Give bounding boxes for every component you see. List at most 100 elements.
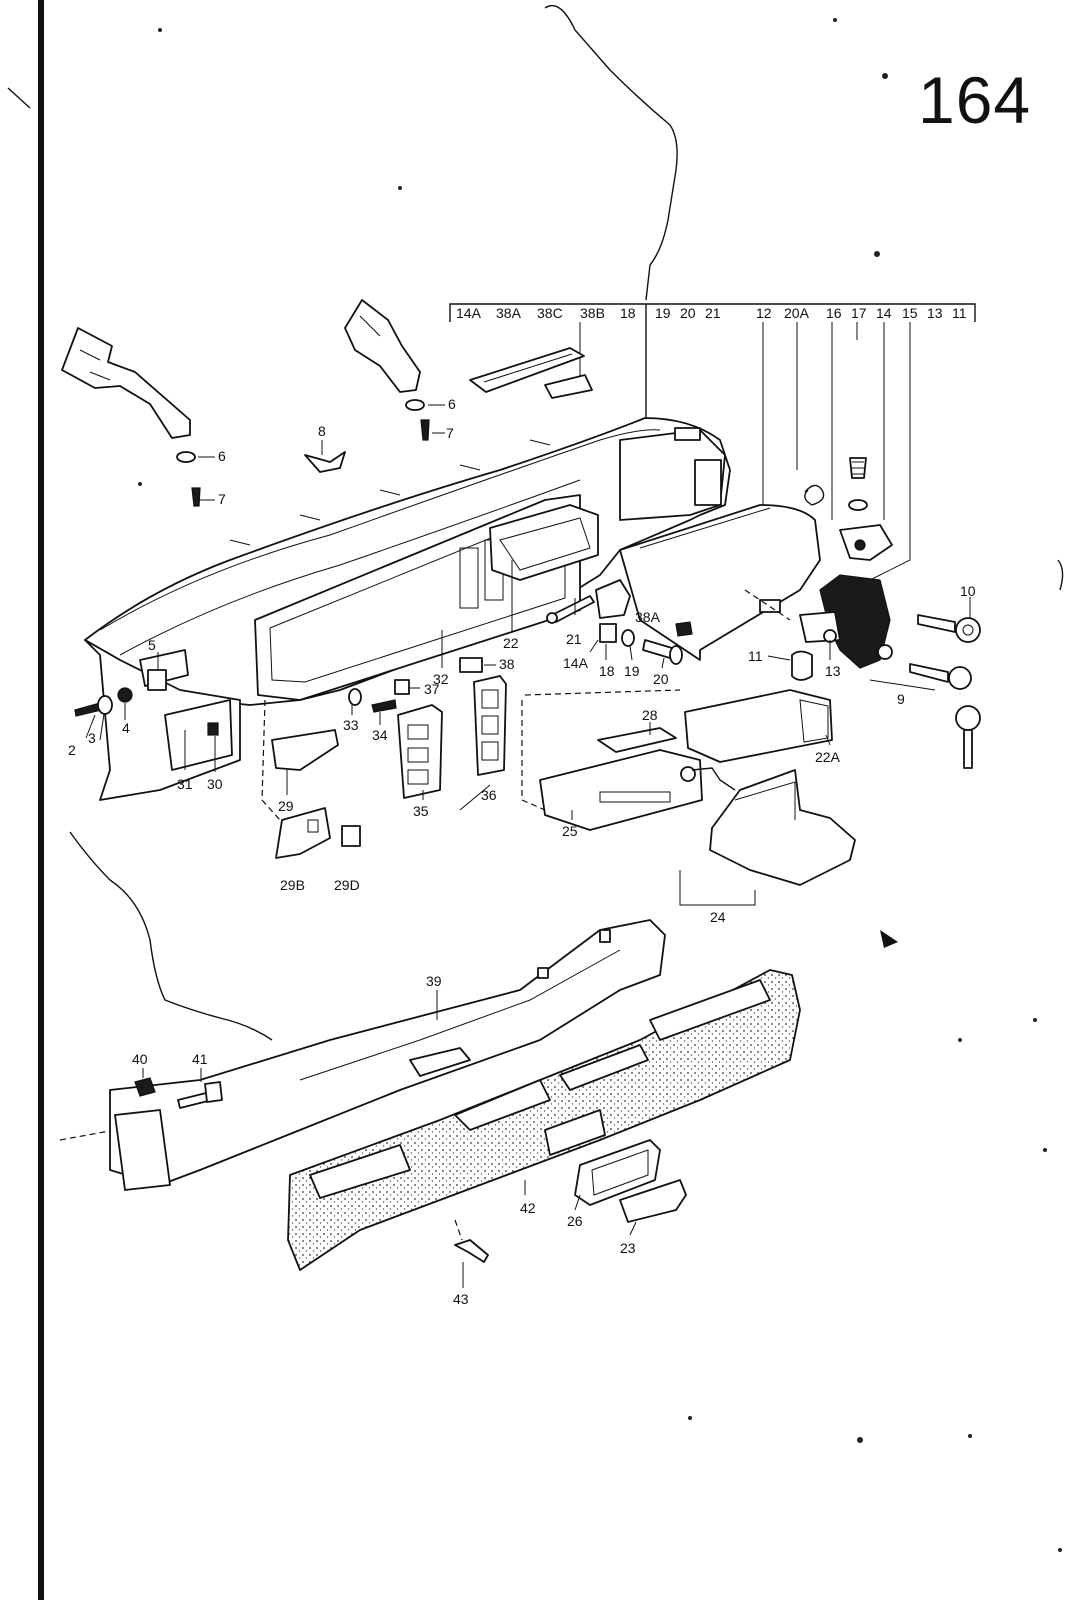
callout-19: 19 [624, 663, 640, 679]
callout-29: 29 [278, 798, 294, 814]
part-35-switch-panel [397, 704, 443, 799]
part-36-switch-panel [473, 675, 507, 776]
callout-11: 11 [748, 648, 763, 664]
part-12-glove-box-lid [619, 504, 821, 661]
scan-specks [138, 18, 1064, 1552]
part-22-vent-housing [489, 504, 599, 581]
callout-7-center: 7 [446, 425, 454, 441]
callout-18: 18 [599, 663, 615, 679]
callout-29D: 29D [334, 877, 360, 893]
screw-7-center [420, 419, 430, 441]
part-38A-nut [675, 621, 693, 637]
part-39-support-frame [109, 919, 666, 1191]
part-29-ashtray [271, 729, 339, 771]
part-34-screw [371, 699, 397, 713]
callout-6-center: 6 [448, 396, 456, 412]
washer-6-left [176, 451, 196, 463]
header-label: 38A [496, 305, 522, 321]
part-22A-storage-box [684, 689, 833, 763]
header-label: 14 [876, 305, 892, 321]
part-14A-latch [595, 579, 631, 619]
callout-39: 39 [426, 973, 442, 989]
callout-23: 23 [620, 1240, 636, 1256]
part-5-cover [147, 669, 167, 691]
part-3-washer [97, 695, 113, 715]
part-33-grommet [348, 688, 362, 706]
part-19-washer [621, 629, 635, 647]
header-label: 20A [784, 305, 810, 321]
callout-31: 31 [177, 776, 193, 792]
part-24-console-insert [691, 767, 856, 886]
header-label: 38B [580, 305, 605, 321]
callout-29B: 29B [280, 877, 305, 893]
callout-14A: 14A [563, 655, 589, 671]
header-label: 20 [680, 305, 696, 321]
callout-22: 22 [503, 635, 519, 651]
header-bracket [449, 303, 976, 430]
header-label: 21 [705, 305, 721, 321]
callout-22A: 22A [815, 749, 841, 765]
header-label: 18 [620, 305, 636, 321]
part-17-screw [849, 457, 867, 479]
callout-36: 36 [481, 787, 497, 803]
part-10-key [917, 614, 981, 643]
callout-4: 4 [122, 720, 130, 736]
callout-41: 41 [192, 1051, 208, 1067]
callout-38A: 38A [635, 609, 661, 625]
part-26-air-vent [574, 1139, 661, 1206]
part-14-hinge [839, 524, 893, 561]
part-43-clip [454, 1239, 489, 1263]
callout-7-left: 7 [218, 491, 226, 507]
header-label: 14A [456, 305, 482, 321]
part-21-rod [546, 595, 595, 624]
leader-lines-dashed [59, 589, 791, 1241]
part-20A-spring [804, 484, 825, 506]
callout-38: 38 [499, 656, 515, 672]
header-label: 15 [902, 305, 918, 321]
callout-34: 34 [372, 727, 388, 743]
wiring-harness-lower [69, 831, 273, 1041]
wiring-harness-upper [544, 4, 678, 301]
part-20-screw [642, 639, 683, 665]
center-mounting-bracket [344, 299, 421, 393]
header-label: 19 [655, 305, 671, 321]
callout-8: 8 [318, 423, 326, 439]
part-40-nut [134, 1077, 156, 1097]
part-11-clip [791, 650, 813, 681]
part-25-radio-housing [539, 749, 703, 831]
callout-35: 35 [413, 803, 429, 819]
part-29D-knob [341, 825, 361, 847]
header-label: 38C [537, 305, 563, 321]
header-label: 11 [952, 305, 967, 321]
callout-24: 24 [710, 909, 726, 925]
callout-30: 30 [207, 776, 223, 792]
part-38-cap [459, 657, 483, 673]
part-18-bracket [599, 623, 617, 643]
part-37-plug [394, 679, 410, 695]
callout-9: 9 [897, 691, 905, 707]
part-29B-cover [275, 807, 331, 859]
callout-20: 20 [653, 671, 669, 687]
header-label: 16 [826, 305, 842, 321]
part-42-lower-trim-panel [287, 969, 801, 1271]
part-9-key-set [909, 663, 981, 769]
left-mounting-bracket [61, 327, 191, 439]
callout-42: 42 [520, 1200, 536, 1216]
callout-2: 2 [68, 742, 76, 758]
header-label: 13 [927, 305, 943, 321]
callout-13: 13 [825, 663, 841, 679]
part-38C-trim-strip [469, 347, 585, 393]
callout-28: 28 [642, 707, 658, 723]
header-labels: 14A 38A 38C 38B 18 19 20 21 12 20A 16 17… [456, 305, 967, 321]
header-label: 12 [756, 305, 772, 321]
callout-43: 43 [453, 1291, 469, 1307]
callout-26: 26 [567, 1213, 583, 1229]
callout-33: 33 [343, 717, 359, 733]
callout-5: 5 [148, 637, 156, 653]
part-4-nut [117, 687, 133, 703]
callout-3: 3 [88, 730, 96, 746]
callout-10: 10 [960, 583, 976, 599]
part-28-tray [597, 727, 677, 753]
part-41-bolt [177, 1081, 223, 1109]
